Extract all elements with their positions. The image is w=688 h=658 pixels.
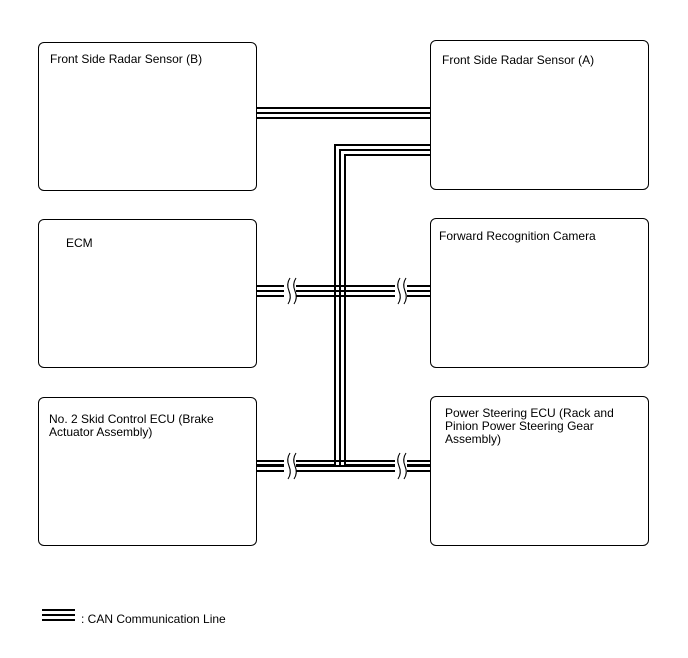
- can-line-radar-b-to-radar-a: [256, 107, 430, 119]
- line-break-marks: [284, 277, 407, 480]
- power-steering-ecu-label: Power Steering ECU (Rack and Pinion Powe…: [445, 406, 614, 446]
- front-side-radar-sensor-b-label: Front Side Radar Sensor (B): [50, 52, 203, 66]
- front-side-radar-sensor-a-label: Front Side Radar Sensor (A): [442, 53, 595, 67]
- no2-skid-control-ecu-label: No. 2 Skid Control ECU (Brake Actuator A…: [49, 412, 214, 439]
- legend-can-line-symbol: [42, 609, 75, 621]
- power-steering-ecu-box: Power Steering ECU (Rack and Pinion Powe…: [430, 396, 649, 546]
- legend-label: : CAN Communication Line: [81, 612, 226, 626]
- can-line-skid-ps: [256, 460, 430, 472]
- front-side-radar-sensor-a-box: Front Side Radar Sensor (A): [430, 40, 649, 190]
- no2-skid-control-ecu-box: No. 2 Skid Control ECU (Brake Actuator A…: [38, 397, 257, 546]
- forward-recognition-camera-label: Forward Recognition Camera: [439, 229, 596, 243]
- front-side-radar-sensor-b-box: Front Side Radar Sensor (B): [38, 42, 257, 191]
- can-line-ecm-camera: [256, 285, 430, 297]
- ecm-box: ECM: [38, 219, 257, 368]
- ecm-label: ECM: [66, 236, 93, 250]
- forward-recognition-camera-box: Forward Recognition Camera: [430, 218, 649, 368]
- can-main-bus: [256, 144, 430, 466]
